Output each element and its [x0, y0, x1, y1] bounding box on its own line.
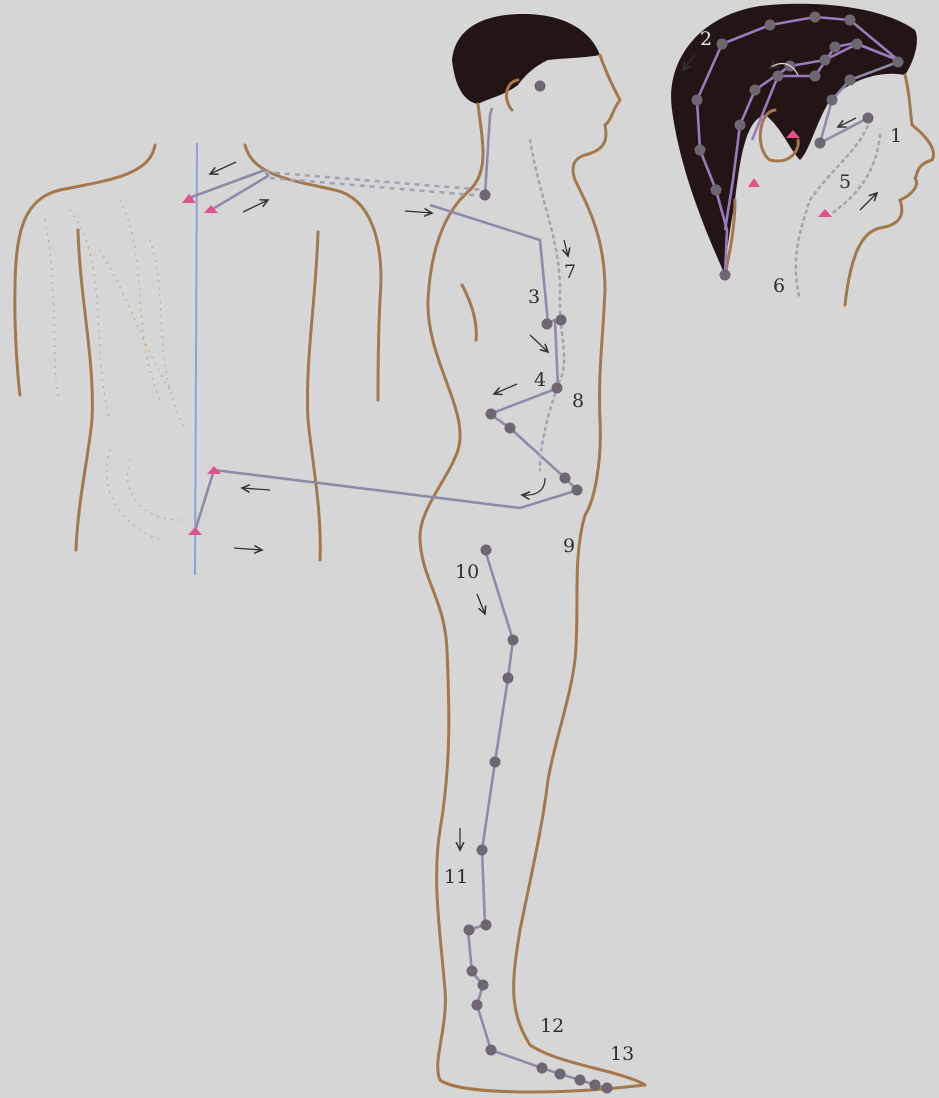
acupoint [508, 635, 519, 646]
acupoint [815, 138, 826, 149]
acupoint [590, 1080, 601, 1091]
acupoint [555, 1069, 566, 1080]
acupoint [478, 980, 489, 991]
arrow-icon [210, 162, 236, 174]
side-body-back-outline [420, 104, 645, 1092]
acupoint [695, 145, 706, 156]
acupoint [480, 190, 491, 201]
acupoint [845, 15, 856, 26]
label-5: 5 [839, 171, 851, 193]
spine-line [195, 143, 197, 575]
label-4: 4 [534, 369, 546, 391]
acupoint [472, 1000, 483, 1011]
number-labels: 1 2 3 4 5 6 7 8 9 10 11 12 13 [444, 28, 902, 1065]
side-view-figure [420, 14, 645, 1092]
acupoint [490, 757, 501, 768]
label-8: 8 [572, 390, 584, 412]
acupoint [535, 81, 546, 92]
acupoint [572, 485, 583, 496]
head-face-outline [845, 75, 934, 305]
acupoint [486, 409, 497, 420]
acupoint [560, 473, 571, 484]
direction-arrows [210, 55, 877, 850]
acupoint [735, 120, 746, 131]
acupoint [852, 39, 863, 50]
label-13: 13 [610, 1043, 634, 1065]
acupoint [467, 966, 478, 977]
back-shading [45, 200, 185, 540]
acupoint [863, 113, 874, 124]
acupoint [481, 545, 492, 556]
acupoint [711, 185, 722, 196]
label-3: 3 [528, 286, 540, 308]
label-10: 10 [455, 561, 479, 583]
acupoint [893, 57, 904, 68]
arrow-icon [530, 335, 548, 352]
label-2: 2 [700, 28, 712, 50]
arrow-icon [243, 200, 268, 212]
label-11: 11 [444, 866, 468, 888]
marker-triangle [188, 527, 202, 535]
acupoint [505, 423, 516, 434]
acupoint [720, 270, 731, 281]
acupoint [810, 12, 821, 23]
label-9: 9 [563, 535, 575, 557]
acupoint [486, 1045, 497, 1056]
acupoint [575, 1075, 586, 1086]
side-hair [452, 14, 600, 104]
back-outline-left [15, 145, 155, 550]
arrow-icon [234, 548, 262, 550]
channel-pathways [189, 17, 898, 1088]
acupoint [542, 319, 553, 330]
acupoint [820, 55, 831, 66]
acupoint [503, 673, 514, 684]
acupoint [552, 383, 563, 394]
side-trunk-route [430, 205, 577, 490]
back-to-side-dashed-upper [265, 172, 485, 196]
acupoint [602, 1083, 613, 1094]
acupoint [750, 85, 761, 96]
acupoint [556, 315, 567, 326]
acupoint [477, 845, 488, 856]
acupoint [827, 95, 838, 106]
acupoint [481, 920, 492, 931]
side-body-front-outline [514, 55, 645, 1085]
side-arm-outline [462, 285, 476, 340]
label-6: 6 [773, 275, 785, 297]
acupoint [845, 75, 856, 86]
arrow-icon [522, 478, 545, 495]
arrow-icon [242, 488, 270, 490]
arrow-icon [860, 193, 877, 210]
label-1: 1 [890, 125, 902, 147]
acupoint [692, 95, 703, 106]
back-view-figure [15, 143, 381, 575]
acupoint [773, 71, 784, 82]
back-lower-route [214, 470, 578, 508]
back-sacral-link [195, 470, 214, 531]
marker-triangle [748, 178, 760, 187]
acupoint [464, 925, 475, 936]
back-upper-route [189, 170, 268, 210]
side-neck-route [485, 108, 492, 195]
back-outline-right [245, 145, 381, 560]
arrow-icon [494, 384, 517, 394]
label-12: 12 [540, 1015, 564, 1037]
acupoint [810, 71, 821, 82]
head-face-dotted [796, 120, 880, 300]
acupoint [717, 39, 728, 50]
arrow-icon [564, 240, 568, 256]
marker-triangle [818, 209, 832, 217]
acupoint [765, 20, 776, 31]
acupoint [830, 42, 841, 53]
acupoint [537, 1063, 548, 1074]
arrow-icon [405, 211, 432, 213]
label-7: 7 [564, 261, 576, 283]
arrow-icon [477, 594, 485, 614]
leg-route [468, 550, 607, 1088]
acupoints [464, 12, 904, 1094]
